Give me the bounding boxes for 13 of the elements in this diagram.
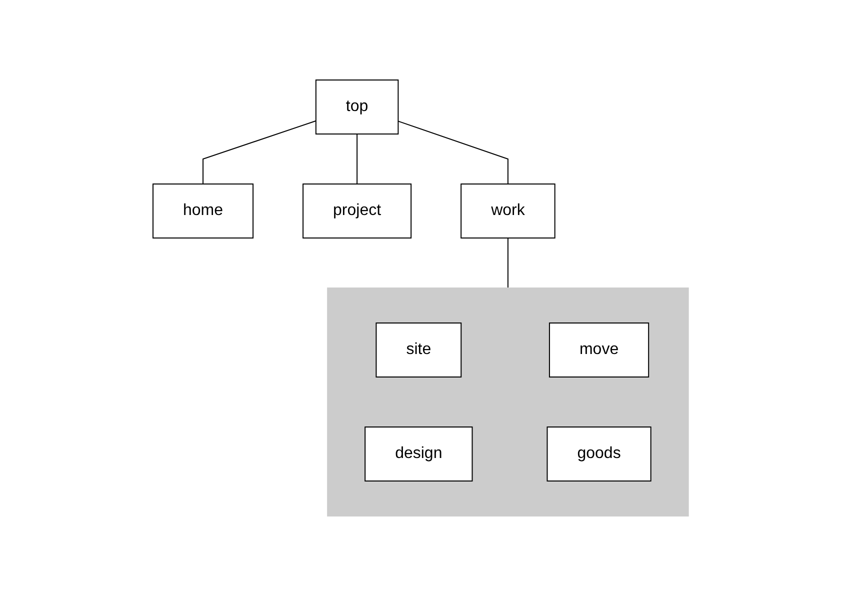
node-box: work	[460, 183, 556, 238]
node-box: home	[152, 183, 254, 238]
node-box: design	[364, 426, 473, 481]
connector	[398, 120, 508, 184]
connector	[356, 133, 358, 184]
node-box: site	[376, 322, 462, 377]
node-box: top	[315, 79, 398, 134]
node-box: move	[548, 322, 649, 377]
cluster	[326, 287, 689, 516]
node-box: project	[302, 183, 412, 238]
node-box: goods	[546, 426, 652, 481]
connector	[202, 120, 316, 184]
connector	[507, 237, 508, 288]
